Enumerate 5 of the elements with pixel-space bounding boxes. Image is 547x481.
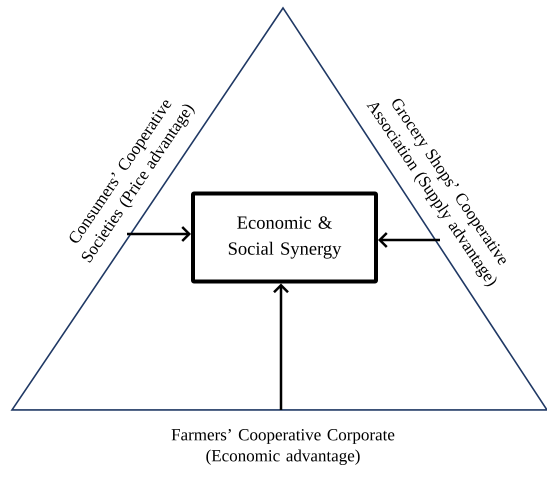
arrow — [273, 283, 289, 410]
arrow — [127, 226, 191, 242]
arrow — [378, 232, 440, 248]
synergy-box: Economic & Social Synergy — [191, 191, 378, 284]
base-label: Farmers’ Cooperative Corporate (Economic advantage) — [172, 429, 394, 465]
